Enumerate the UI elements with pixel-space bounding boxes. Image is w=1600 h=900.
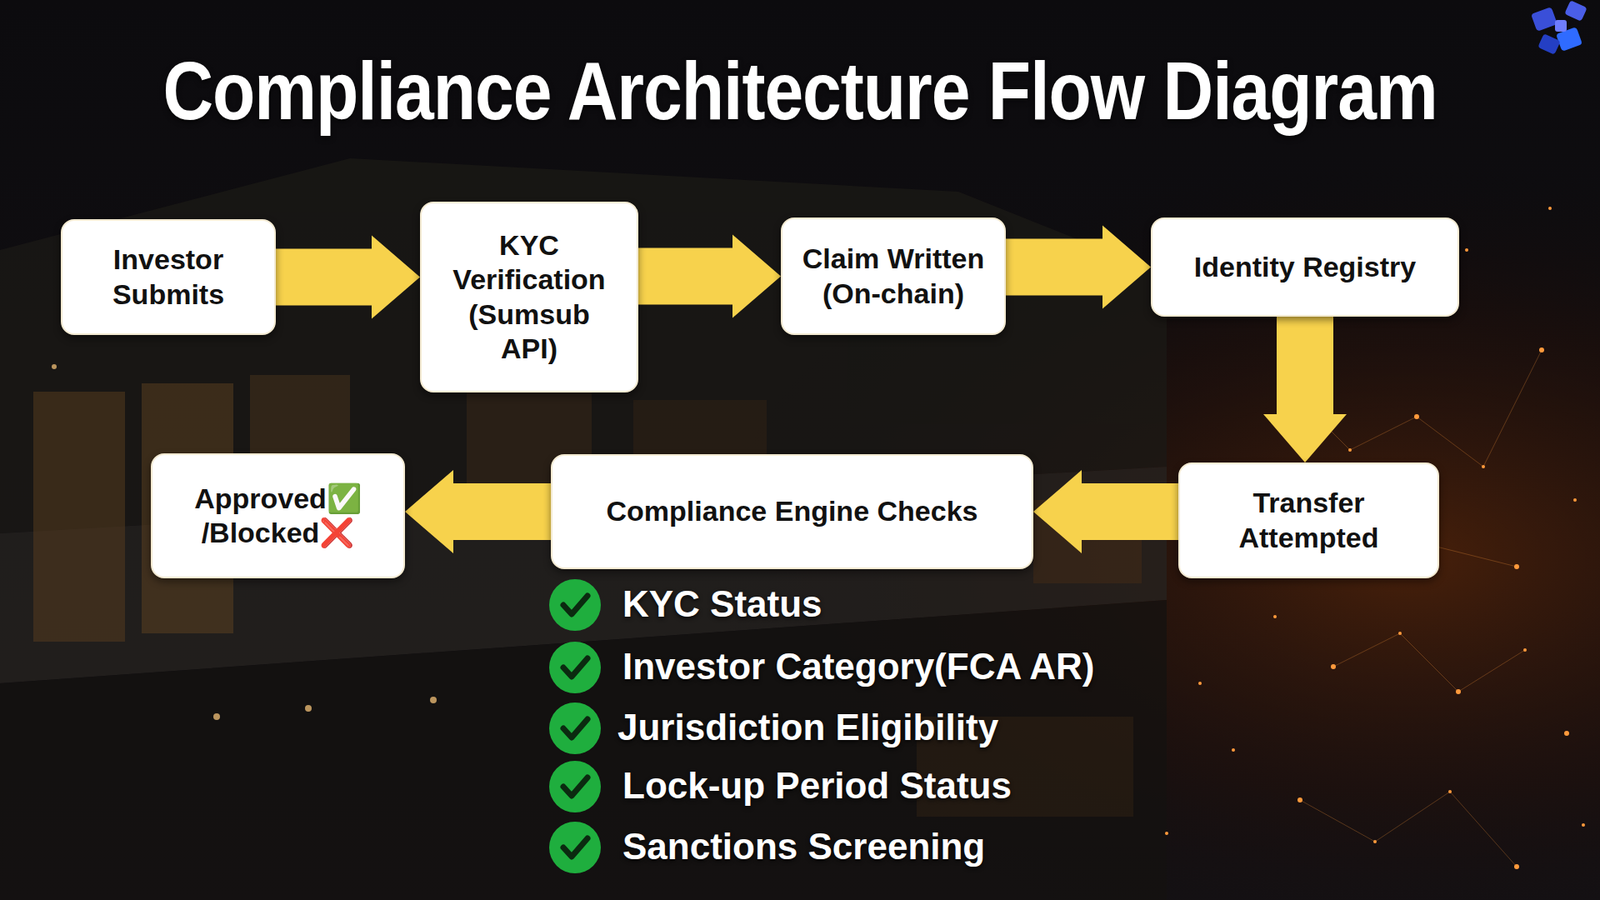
process-box: KYC Verification (Sumsub API) bbox=[420, 201, 639, 393]
check-circle bbox=[549, 579, 601, 631]
flow-arrow bbox=[638, 235, 781, 319]
particle-link bbox=[1458, 650, 1525, 692]
particle-link bbox=[1450, 791, 1517, 867]
check-mark bbox=[563, 658, 588, 677]
light bbox=[51, 364, 57, 370]
check-icon bbox=[549, 821, 601, 874]
particle bbox=[1564, 730, 1570, 736]
light bbox=[213, 713, 220, 720]
check-circle bbox=[549, 821, 601, 874]
node-label: Compliance Engine Checks bbox=[606, 494, 979, 529]
logo-piece bbox=[1564, 0, 1588, 22]
diagram-title: Compliance Architecture Flow Diagram bbox=[0, 43, 1600, 139]
check-mark bbox=[563, 595, 588, 615]
particle-links bbox=[1300, 350, 1542, 867]
check-circle bbox=[549, 702, 601, 755]
light bbox=[305, 705, 312, 712]
particle bbox=[1573, 498, 1577, 502]
particle bbox=[1231, 748, 1235, 752]
node-label: Approved✅ /Blocked❌ bbox=[170, 481, 385, 551]
check-mark bbox=[563, 719, 588, 738]
flow-arrow bbox=[405, 470, 551, 554]
particle-link bbox=[1350, 416, 1417, 450]
check-icons bbox=[549, 579, 601, 874]
flow-arrow bbox=[1033, 470, 1179, 554]
node-text-group: Approved✅ /Blocked❌ bbox=[170, 481, 385, 551]
node-text-group: Identity Registry bbox=[1194, 250, 1416, 285]
logo bbox=[1530, 0, 1588, 55]
checklist-item: Investor Category(FCA AR) bbox=[622, 645, 1095, 688]
particle-link bbox=[1300, 800, 1375, 842]
particle bbox=[1165, 831, 1169, 835]
checklist-item: Sanctions Screening bbox=[622, 825, 985, 868]
particle bbox=[1465, 248, 1469, 252]
particle-link bbox=[1416, 416, 1484, 467]
check-icon bbox=[549, 579, 601, 631]
checklist-item: Jurisdiction Eligibility bbox=[617, 706, 999, 749]
check-icon bbox=[549, 702, 601, 755]
particle-link bbox=[1333, 633, 1400, 667]
logo-piece bbox=[1530, 6, 1558, 32]
node-text-group: Claim Written (On-chain) bbox=[789, 241, 998, 311]
node-text-group: Transfer Attempted bbox=[1210, 485, 1408, 555]
checklist-item: Lock-up Period Status bbox=[622, 765, 1012, 807]
light bbox=[430, 696, 437, 704]
building-lower bbox=[0, 600, 1167, 900]
particle-link bbox=[1483, 350, 1542, 467]
process-box: Transfer Attempted bbox=[1178, 462, 1440, 579]
process-box: Compliance Engine Checks bbox=[550, 454, 1034, 570]
node-label: KYC Verification (Sumsub API) bbox=[443, 228, 615, 367]
node-text-group: Compliance Engine Checks bbox=[606, 494, 979, 529]
check-icon bbox=[549, 760, 601, 813]
node-text-group: KYC Verification (Sumsub API) bbox=[443, 228, 615, 367]
logo-piece bbox=[1537, 33, 1561, 55]
particle-link bbox=[1375, 791, 1450, 842]
check-icon bbox=[549, 641, 601, 694]
flow-arrow bbox=[1005, 225, 1151, 310]
check-circle bbox=[549, 760, 601, 813]
check-circle bbox=[549, 641, 601, 694]
checklist-item: KYC Status bbox=[622, 583, 823, 625]
node-text-group: Investor Submits bbox=[79, 242, 258, 312]
process-box: Claim Written (On-chain) bbox=[780, 217, 1006, 335]
particle-link bbox=[1400, 633, 1459, 692]
node-label: Identity Registry bbox=[1194, 250, 1416, 285]
particle bbox=[1548, 206, 1552, 210]
process-box: Approved✅ /Blocked❌ bbox=[150, 453, 405, 579]
flow-arrow bbox=[1263, 316, 1347, 463]
node-label: Investor Submits bbox=[79, 242, 258, 312]
process-box: Investor Submits bbox=[60, 219, 276, 335]
building-illustration bbox=[0, 158, 1167, 900]
particle bbox=[1581, 823, 1585, 827]
check-mark bbox=[563, 777, 588, 796]
check-mark bbox=[563, 838, 588, 857]
process-box: Identity Registry bbox=[1150, 217, 1460, 317]
particle bbox=[1198, 681, 1202, 685]
window bbox=[33, 391, 125, 642]
node-label: Transfer Attempted bbox=[1210, 485, 1408, 555]
node-label: Claim Written (On-chain) bbox=[789, 241, 998, 311]
particle bbox=[1273, 615, 1277, 619]
flow-arrow bbox=[275, 235, 420, 320]
logo-piece bbox=[1555, 20, 1567, 32]
